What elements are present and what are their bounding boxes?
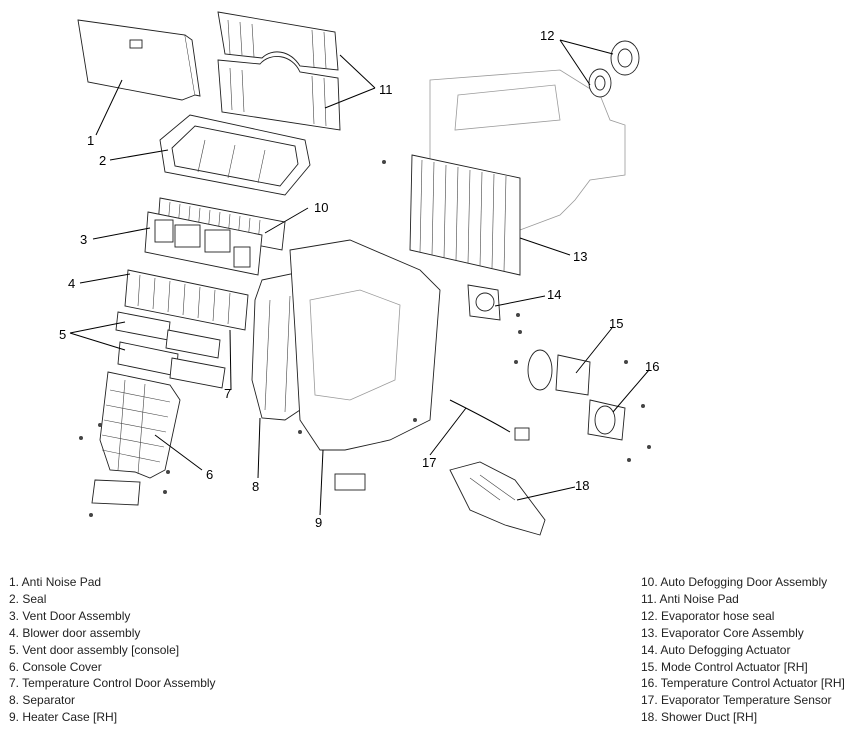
callout-18: 18: [575, 478, 589, 493]
callout-9: 9: [315, 515, 322, 530]
part-seal: [159, 114, 311, 196]
callout-16: 16: [645, 359, 659, 374]
callout-3: 3: [80, 232, 87, 247]
part-evaporator-temperature-sensor: [449, 399, 530, 441]
legend-item-13: 13. Evaporator Core Assembly: [641, 625, 804, 640]
legend-item-14: 14. Auto Defogging Actuator: [641, 642, 791, 657]
callout-13: 13: [573, 249, 587, 264]
legend-item-8: 8. Separator: [9, 693, 76, 708]
legend-item-4: 4. Blower door assembly: [9, 625, 141, 640]
legend-item-5: 5. Vent door assembly [console]: [9, 642, 180, 657]
screws: [79, 160, 651, 517]
legend-item-2: 2. Seal: [9, 591, 47, 606]
legend-item-15: 15. Mode Control Actuator [RH]: [641, 659, 808, 674]
legend-item-1: 1. Anti Noise Pad: [9, 575, 102, 589]
callout-14: 14: [547, 287, 561, 302]
legend-item-17: 17. Evaporator Temperature Sensor: [641, 693, 832, 708]
callout-12: 12: [540, 28, 554, 43]
callout-11: 11: [379, 82, 393, 97]
legend-item-6: 6. Console Cover: [9, 659, 102, 674]
callout-2: 2: [99, 153, 106, 168]
legend-left-column: 1. Anti Noise Pad 2. Seal 3. Vent Door A…: [9, 574, 216, 726]
callout-10: 10: [314, 200, 328, 215]
callout-5: 5: [59, 327, 66, 342]
part-anti-noise-pad-11: [217, 11, 341, 131]
callout-4: 4: [68, 276, 75, 291]
callout-6: 6: [206, 467, 213, 482]
legend-item-3: 3. Vent Door Assembly: [9, 608, 131, 623]
part-console-cover: [91, 371, 181, 506]
legend-item-10: 10. Auto Defogging Door Assembly: [641, 575, 828, 589]
legend-item-9: 9. Heater Case [RH]: [9, 710, 118, 725]
callout-7: 7: [224, 386, 231, 401]
legend-right-column: 10. Auto Defogging Door Assembly 11. Ant…: [641, 574, 845, 726]
part-evaporator-core: [409, 154, 521, 276]
part-blower-door-assembly: [124, 269, 249, 331]
part-heater-case: [289, 239, 441, 491]
callout-17: 17: [422, 455, 436, 470]
part-temperature-control-actuator: [587, 399, 626, 441]
legend-item-11: 11. Anti Noise Pad: [641, 591, 739, 606]
legend-item-18: 18. Shower Duct [RH]: [641, 710, 758, 725]
callout-1: 1: [87, 133, 94, 148]
part-auto-defogging-actuator: [467, 284, 501, 321]
legend-item-12: 12. Evaporator hose seal: [641, 608, 775, 623]
callout-leaders: [69, 39, 650, 516]
legend-item-7: 7. Temperature Control Door Assembly: [9, 676, 216, 691]
part-anti-noise-pad-1: [77, 19, 201, 101]
callout-8: 8: [252, 479, 259, 494]
part-evaporator-hose-seal: [588, 40, 640, 98]
part-mode-control-actuator: [527, 349, 591, 396]
part-vent-door-console: [115, 311, 226, 389]
legend-item-16: 16. Temperature Control Actuator [RH]: [641, 676, 845, 691]
callout-15: 15: [609, 316, 623, 331]
part-vent-door-assembly: [144, 211, 263, 276]
part-shower-duct: [449, 461, 546, 536]
exploded-parts-diagram: 1 2 3 4 5 6 7 8 9 10 11 12 13 14 15 16 1…: [59, 11, 659, 536]
